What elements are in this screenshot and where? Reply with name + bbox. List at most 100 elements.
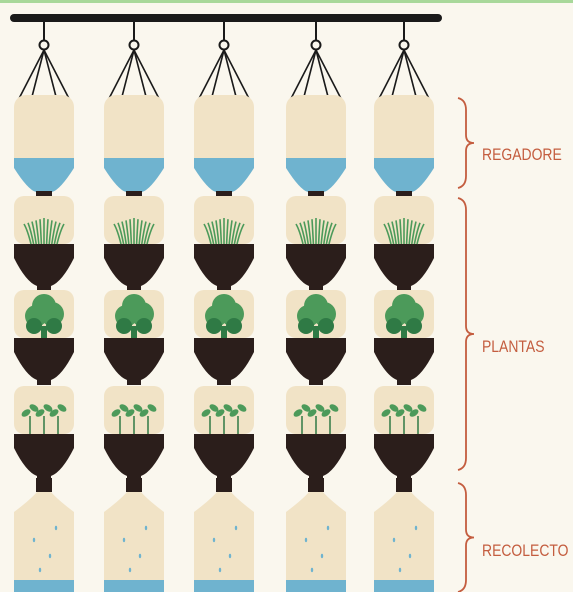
lettuce-leaf (318, 318, 334, 334)
collector-body (286, 492, 346, 592)
bottle-neck (309, 379, 323, 385)
water-drop (305, 538, 307, 542)
lettuce-stem (313, 326, 319, 338)
soil-fill (104, 244, 164, 286)
hanging-wire (44, 50, 69, 98)
collector-body (194, 492, 254, 592)
soil-fill (194, 338, 254, 380)
soil-fill (104, 434, 164, 476)
plant-bottle (104, 290, 164, 385)
hanging-wire (304, 50, 316, 98)
bracket-regadores (458, 98, 474, 188)
water-fill (286, 158, 346, 192)
plant-bottle (374, 290, 434, 385)
water-drop (139, 554, 141, 558)
collector-cap (36, 478, 52, 492)
water-drop (33, 538, 35, 542)
collected-water (286, 580, 346, 592)
hanging-wire (134, 50, 159, 98)
water-fill (374, 158, 434, 192)
hanging-wire (404, 50, 429, 98)
water-drop (55, 526, 57, 530)
water-drop (49, 554, 51, 558)
collector-bottle (14, 478, 74, 592)
hanging-wire (44, 50, 56, 98)
water-drop (123, 538, 125, 542)
hanging-wire-icon (379, 22, 428, 98)
soil-fill (286, 434, 346, 476)
hanging-wire (404, 50, 416, 98)
plant-bottle (14, 196, 74, 291)
hanging-wire (224, 50, 236, 98)
bottle-column (104, 22, 164, 592)
plant-bottle (286, 290, 346, 385)
lettuce-stem (401, 326, 407, 338)
lettuce-stem (131, 326, 137, 338)
plant-bottle (194, 290, 254, 385)
water-drop (129, 568, 131, 572)
plant-bottle (194, 196, 254, 291)
collected-water (194, 580, 254, 592)
plant-bottle (286, 386, 346, 481)
soil-fill (104, 338, 164, 380)
bottle-neck (127, 379, 141, 385)
green-frame-top (0, 0, 573, 3)
bottle-column (374, 22, 434, 592)
hanging-wire (316, 50, 328, 98)
water-drop (393, 538, 395, 542)
water-fill (104, 158, 164, 192)
soil-fill (286, 244, 346, 286)
hanging-wire (122, 50, 134, 98)
hanging-wire-icon (291, 22, 340, 98)
lettuce-leaf (212, 294, 236, 318)
hanging-rod (10, 14, 442, 22)
hanging-wire (199, 50, 224, 98)
bracket-recolectores (458, 483, 474, 592)
lettuce-leaf (392, 294, 416, 318)
soil-fill (374, 244, 434, 286)
hanging-wire-icon (199, 22, 248, 98)
water-fill (14, 158, 74, 192)
lettuce-leaf (32, 294, 56, 318)
label-regadores: REGADORE (482, 145, 562, 165)
hanging-wire (379, 50, 404, 98)
hanging-wire (134, 50, 146, 98)
soil-fill (374, 434, 434, 476)
label-recolectores: RECOLECTO (482, 541, 569, 561)
plant-bottle (14, 386, 74, 481)
bottle-column (194, 22, 254, 592)
collected-water (374, 580, 434, 592)
lettuce-stem (41, 326, 47, 338)
soil-fill (14, 244, 74, 286)
hanging-wire (32, 50, 44, 98)
hanging-wire-icon (19, 22, 68, 98)
hanging-wire (109, 50, 134, 98)
water-drop (213, 538, 215, 542)
bottle-column (286, 22, 346, 592)
lettuce-leaf (406, 318, 422, 334)
collector-cap (126, 478, 142, 492)
collector-bottle (374, 478, 434, 592)
soil-fill (194, 434, 254, 476)
soil-fill (14, 338, 74, 380)
lettuce-leaf (26, 318, 42, 334)
lettuce-stem (221, 326, 227, 338)
collector-bottle (286, 478, 346, 592)
bottle-column (14, 22, 74, 592)
water-drop (39, 568, 41, 572)
bracket-plantas (458, 198, 474, 470)
lettuce-leaf (46, 318, 62, 334)
water-drop (399, 568, 401, 572)
water-drop (409, 554, 411, 558)
plant-bottle (104, 196, 164, 291)
brackets (458, 98, 474, 592)
lettuce-leaf (136, 318, 152, 334)
lettuce-leaf (122, 294, 146, 318)
collector-cap (216, 478, 232, 492)
plant-bottle (194, 386, 254, 481)
lettuce-leaf (206, 318, 222, 334)
soil-fill (286, 338, 346, 380)
label-plantas: PLANTAS (482, 337, 544, 357)
hanging-ring (400, 41, 409, 50)
